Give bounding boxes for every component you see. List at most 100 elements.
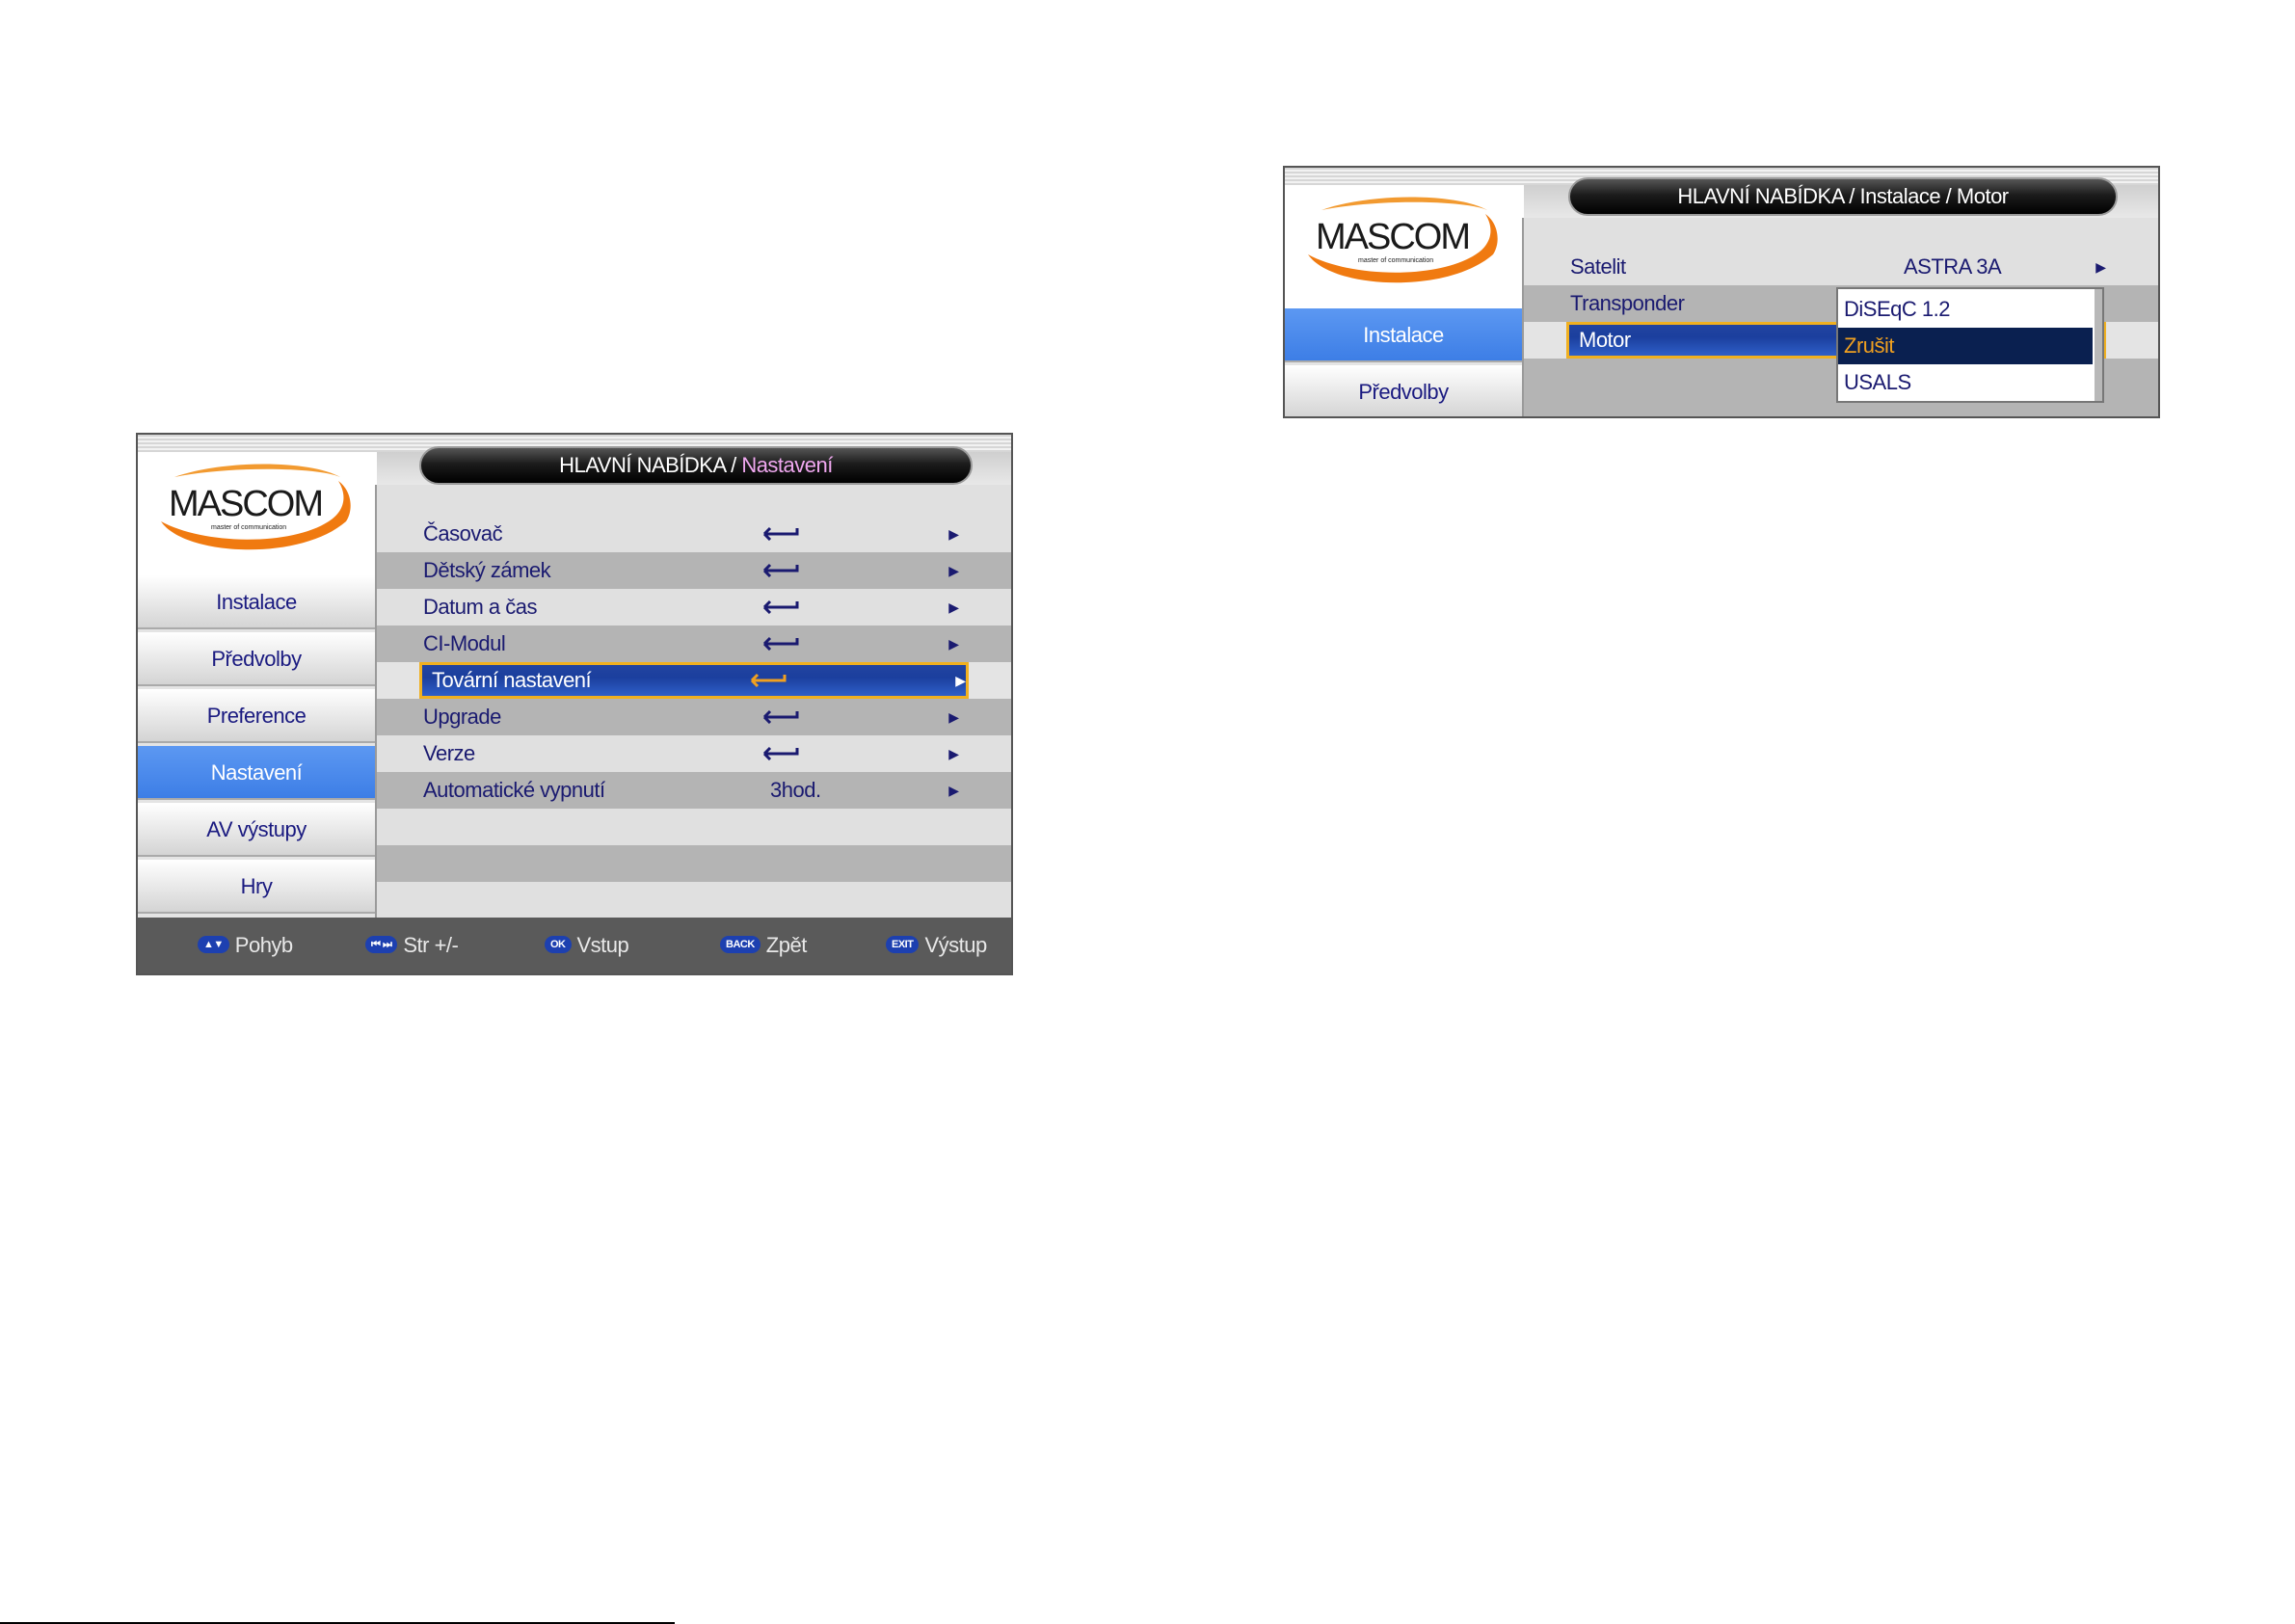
menu-row-value: 3hod. [770, 778, 821, 802]
ok-key-icon: OK [545, 936, 572, 954]
sidebar-item-hry[interactable]: Hry [138, 860, 375, 914]
sidebar-item-label: Instalace [1363, 323, 1444, 347]
menu-row-label: Satelit [1570, 254, 1626, 279]
sidebar-item-predvolby[interactable]: Předvolby [1285, 365, 1522, 416]
chevron-right-icon: ▶ [955, 673, 966, 688]
hint-label: Zpět [765, 933, 808, 957]
hint-label: Str +/- [403, 933, 459, 957]
menu-row-value: ASTRA 3A [1904, 254, 2002, 279]
sidebar-item-predvolby[interactable]: Předvolby [138, 632, 375, 686]
menu-row-satelit[interactable]: Satelit ASTRA 3A ▶ [1524, 249, 2158, 285]
menu-row-label: Verze [423, 741, 475, 765]
enter-arrow-icon [762, 709, 799, 724]
hint-pohyb: ▲▼ Pohyb [198, 918, 293, 973]
dropdown-option-diseqc[interactable]: DiSEqC 1.2 [1838, 291, 2093, 328]
menu-row-label: Datum a čas [423, 595, 538, 619]
title-main: HLAVNÍ NABÍDKA [559, 453, 726, 477]
logo-brand: MASCOM [1316, 217, 1469, 257]
chevron-right-icon: ▶ [948, 526, 959, 542]
hint-str: ⏮ ⏭ Str +/- [365, 918, 459, 973]
dropdown-scrollbar[interactable] [2095, 289, 2102, 401]
menu-empty-row [377, 882, 1011, 921]
updown-key-icon: ▲▼ [198, 936, 229, 954]
chevron-right-icon: ▶ [2095, 259, 2106, 275]
motor-install-screen: HLAVNÍ NABÍDKA / Instalace / Motor MASCO… [1283, 166, 2160, 418]
enter-arrow-icon [750, 673, 787, 687]
menu-row-label: Upgrade [423, 705, 501, 729]
menu-row-detsky-zamek[interactable]: Dětský zámek ▶ [377, 552, 1011, 589]
menu-empty-row [377, 809, 1011, 845]
menu-row-label: CI-Modul [423, 631, 506, 655]
bottom-rule [0, 1622, 675, 1624]
sidebar-item-instalace[interactable]: Instalace [1285, 308, 1522, 362]
sidebar-item-label: Předvolby [211, 647, 302, 671]
enter-arrow-icon [762, 526, 799, 541]
chevron-right-icon: ▶ [948, 709, 959, 725]
menu-row-automaticke-vypnuti[interactable]: Automatické vypnutí 3hod. ▶ [377, 772, 1011, 809]
sidebar-item-preference[interactable]: Preference [138, 689, 375, 743]
chevron-right-icon: ▶ [948, 746, 959, 761]
title-main: HLAVNÍ NABÍDKA / Instalace / Motor [1677, 184, 2009, 208]
dropdown-option-zrusit[interactable]: Zrušit [1838, 328, 2093, 364]
motor-mode-dropdown[interactable]: DiSEqC 1.2 Zrušit USALS [1836, 287, 2104, 403]
chevron-right-icon: ▶ [948, 563, 959, 578]
settings-menu-screen: HLAVNÍ NABÍDKA / Nastavení MASCOM master… [136, 433, 1013, 975]
title-crumb: Nastavení [741, 453, 833, 477]
mascom-logo: MASCOM master of communication [161, 464, 351, 550]
hint-label: Výstup [924, 933, 987, 957]
enter-arrow-icon [762, 599, 799, 614]
enter-arrow-icon [762, 746, 799, 760]
menu-row-casovac[interactable]: Časovač ▶ [377, 516, 1011, 552]
menu-row-label: Tovární nastavení [432, 668, 592, 692]
hint-label: Pohyb [234, 933, 293, 957]
mascom-logo: MASCOM master of communication [1308, 197, 1498, 283]
dropdown-option-label: DiSEqC 1.2 [1844, 297, 1950, 321]
page-title: HLAVNÍ NABÍDKA / Instalace / Motor [1568, 177, 2118, 216]
chevron-right-icon: ▶ [948, 636, 959, 652]
menu-row-label: Dětský zámek [423, 558, 551, 582]
sidebar-item-label: AV výstupy [206, 817, 307, 841]
logo-tagline: master of communication [1358, 257, 1433, 264]
chevron-right-icon: ▶ [948, 599, 959, 615]
menu-row-label: Časovač [423, 521, 503, 546]
sidebar-item-nastaveni[interactable]: Nastavení [138, 746, 375, 800]
enter-arrow-icon [762, 636, 799, 651]
menu-row-label: Automatické vypnutí [423, 778, 605, 802]
sidebar-item-av-vystupy[interactable]: AV výstupy [138, 803, 375, 857]
sidebar-divider [375, 485, 377, 921]
logo-area: MASCOM master of communication [1285, 185, 1524, 308]
exit-key-icon: EXIT [886, 936, 920, 954]
sidebar-item-label: Preference [206, 704, 307, 728]
sidebar-divider [1522, 218, 1524, 416]
sidebar-item-label: Předvolby [1358, 380, 1449, 404]
dropdown-option-label: USALS [1844, 370, 1911, 394]
logo-tagline: master of communication [211, 524, 286, 531]
dropdown-option-usals[interactable]: USALS [1838, 364, 2093, 401]
menu-row-label: Motor [1579, 328, 1631, 352]
menu-spacer-row [377, 485, 1011, 516]
sidebar-item-instalace[interactable]: Instalace [138, 575, 375, 629]
sidebar-item-label: Nastavení [210, 760, 303, 785]
enter-arrow-icon [762, 563, 799, 577]
hint-label: Vstup [576, 933, 629, 957]
menu-row-datum-a-cas[interactable]: Datum a čas ▶ [377, 589, 1011, 626]
logo-area: MASCOM master of communication [138, 452, 377, 575]
dropdown-option-label: Zrušit [1844, 333, 1895, 358]
logo-brand: MASCOM [169, 484, 322, 524]
sidebar-item-label: Hry [240, 874, 273, 898]
menu-row-verze[interactable]: Verze ▶ [377, 735, 1011, 772]
menu-row-tovarni-nastaveni[interactable]: Tovární nastavení ▶ [419, 662, 969, 699]
menu-spacer-row [1524, 218, 2158, 249]
menu-row-ci-modul[interactable]: CI-Modul ▶ [377, 626, 1011, 662]
chevron-right-icon: ▶ [948, 783, 959, 798]
back-key-icon: BACK [720, 936, 761, 954]
page-key-icon: ⏮ ⏭ [365, 936, 398, 954]
menu-row-label: Transponder [1570, 291, 1685, 315]
menu-empty-row [377, 845, 1011, 882]
sidebar-item-label: Instalace [216, 590, 297, 614]
menu-row-upgrade[interactable]: Upgrade ▶ [377, 699, 1011, 735]
